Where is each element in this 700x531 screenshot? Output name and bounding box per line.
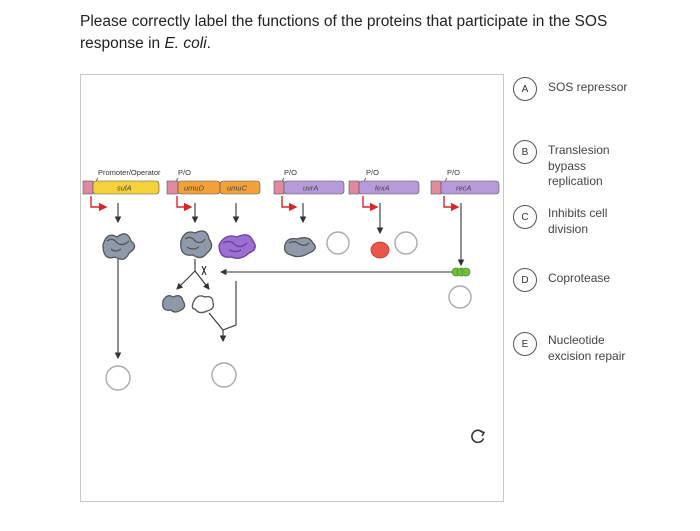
answer-label[interactable]: Nucleotide excision repair: [548, 333, 626, 363]
protein-recA: [451, 267, 471, 277]
gene-label-sulA: sulA: [117, 184, 132, 193]
answer-letter-circle[interactable]: D: [513, 268, 537, 292]
gene-label-uvrA: uvrA: [303, 184, 318, 193]
gene-bar-sulA: sulA: [82, 180, 160, 195]
answer-letter-circle[interactable]: C: [513, 205, 537, 229]
answer-option-a[interactable]: A SOS repressor: [513, 77, 638, 101]
answer-letter-circle[interactable]: E: [513, 332, 537, 356]
gene-label-umuC: umuC: [227, 184, 248, 193]
reset-icon[interactable]: [471, 429, 486, 444]
protein-uvrA: [283, 237, 316, 258]
po-label-4: P/O: [447, 168, 460, 177]
po-label-1: P/O: [178, 168, 191, 177]
gene-bar-umuD-umuC: umuD umuC: [166, 180, 261, 195]
protein-umuC: [218, 234, 256, 259]
gene-label-umuD: umuD: [184, 184, 205, 193]
answer-label[interactable]: Coprotease: [548, 271, 611, 285]
drop-target-sulA[interactable]: [105, 365, 131, 391]
answer-option-e[interactable]: E Nucleotide excision repair: [513, 332, 638, 364]
answer-letter-circle[interactable]: A: [513, 77, 537, 101]
protein-umuD-prime: [162, 295, 215, 314]
protein-sulA: [102, 233, 136, 260]
drop-target-recA[interactable]: [448, 285, 472, 309]
answer-option-d[interactable]: D Coprotease: [513, 268, 638, 292]
gene-label-lexA: lexA: [375, 184, 390, 193]
answer-option-c[interactable]: C Inhibits cell division: [513, 205, 638, 237]
answer-label[interactable]: SOS repressor: [548, 80, 628, 94]
protein-lexA: [370, 241, 390, 259]
gene-label-recA: recA: [456, 184, 471, 193]
drop-target-uvrA[interactable]: [326, 231, 350, 255]
po-label-2: P/O: [284, 168, 297, 177]
promoter-operator-label: Promoter/Operator: [98, 168, 161, 177]
po-label-3: P/O: [366, 168, 379, 177]
organism-name: E. coli: [164, 35, 207, 52]
answer-label[interactable]: Translesion bypass replication: [548, 143, 610, 188]
answer-letter-circle[interactable]: B: [513, 140, 537, 164]
complex-arrows: [208, 281, 237, 343]
diagram-panel: Promoter/Operator P/O P/O P/O P/O sulA u…: [80, 74, 504, 502]
drop-target-lexA[interactable]: [394, 231, 418, 255]
processing-arrows: [176, 259, 210, 290]
gene-bar-uvrA: uvrA: [273, 180, 345, 195]
answer-option-b[interactable]: B Translesion bypass replication: [513, 140, 638, 190]
promoter-arrows: [90, 196, 460, 212]
drop-target-umuDC[interactable]: [211, 362, 237, 388]
gene-bar-lexA: lexA: [348, 180, 420, 195]
protein-umuD: [180, 230, 213, 259]
answer-label[interactable]: Inhibits cell division: [548, 206, 608, 236]
gene-bar-recA: recA: [430, 180, 500, 195]
question-text: Please correctly label the functions of …: [80, 13, 608, 52]
sos-diagram: Promoter/Operator P/O P/O P/O P/O sulA u…: [82, 168, 500, 444]
transcription-arrows: [114, 203, 465, 267]
